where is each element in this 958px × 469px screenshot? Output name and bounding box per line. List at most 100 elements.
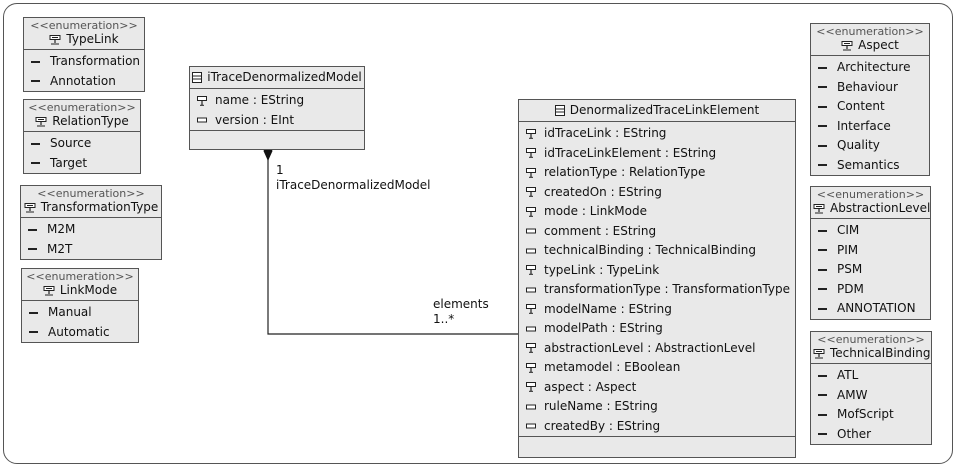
literal-icon [28,248,37,250]
literal-label: Manual [48,305,92,319]
id-attribute-icon [526,343,536,353]
literal-icon [818,374,827,377]
literal-icon [818,394,827,396]
literal-icon [818,86,827,88]
class-attribute[interactable]: metamodel : EBoolean [519,358,795,378]
literal-label: Architecture [837,60,911,74]
id-attribute-icon [526,167,536,178]
class-denormalizedtracelinkelement[interactable]: DenormalizedTraceLinkElement idTraceLink … [518,99,796,458]
class-attribute[interactable]: comment : EString [519,222,795,242]
enum-literal[interactable]: PDM [811,280,930,300]
literal-icon [818,307,827,310]
enum-literal[interactable]: Interface [811,117,929,137]
enum-literal[interactable]: Architecture [811,58,929,78]
id-attribute-icon [526,187,536,197]
enum-literal[interactable]: MofScript [811,405,931,425]
literal-label: M2T [47,241,73,256]
class-attribute[interactable]: ruleName : EString [519,397,795,417]
enumeration-icon [35,116,47,126]
literal-label: Target [50,155,88,170]
enum-literal[interactable]: M2T [21,240,161,260]
enum-literal[interactable]: ANNOTATION [811,299,930,319]
literal-label: Content [837,99,885,113]
literal-icon [28,228,37,231]
literal-label: ANNOTATION [837,301,916,315]
enum-name-text: AbstractionLevel [830,201,931,215]
enum-literal[interactable]: PSM [811,260,930,280]
literal-icon [818,288,827,290]
literal-label: M2M [47,222,76,236]
literal-icon [31,162,40,164]
class-name-text: iTraceDenormalizedModel [207,70,362,84]
enum-literal[interactable]: Behaviour [811,78,929,98]
enumeration-icon [43,285,55,295]
class-attribute[interactable]: relationType : RelationType [519,163,795,183]
id-attribute-icon [526,148,536,158]
class-attribute[interactable]: modelPath : EString [519,319,795,339]
enum-literal[interactable]: Quality [811,136,929,156]
attribute-icon [526,326,536,331]
literal-icon [818,144,827,147]
class-attribute[interactable]: abstractionLevel : AbstractionLevel [519,339,795,359]
literal-icon [818,413,827,416]
enum-literal[interactable]: Annotation [24,72,144,92]
enum-name-text: RelationType [52,114,129,128]
class-attribute[interactable]: typeLink : TypeLink [519,261,795,281]
class-attribute[interactable]: idTraceLinkElement : EString [519,144,795,164]
class-attribute[interactable]: createdOn : EString [519,183,795,203]
attribute-label: comment : EString [544,223,657,238]
class-attribute[interactable]: aspect : Aspect [519,378,795,398]
class-name-text: DenormalizedTraceLinkElement [569,103,760,117]
enum-literal[interactable]: Content [811,97,929,117]
stereotype-label: <<enumeration>> [816,25,924,38]
attribute-icon [526,248,536,253]
class-attribute[interactable]: transformationType : TransformationType [519,280,795,300]
attribute-label: technicalBinding : TechnicalBinding [544,243,756,257]
class-attribute[interactable]: name : EString [190,91,364,111]
attribute-icon [197,117,207,123]
enum-literal[interactable]: AMW [811,386,931,406]
stereotype-label: <<enumeration>> [30,19,138,32]
enum-literal[interactable]: Semantics [811,156,929,176]
enum-literal[interactable]: Other [811,425,931,445]
literal-icon [818,268,827,271]
class-icon [192,72,203,83]
enum-literal[interactable]: Manual [22,303,138,323]
enum-literal[interactable]: CIM [811,221,930,241]
attribute-label: abstractionLevel : AbstractionLevel [544,340,756,355]
class-attribute[interactable]: version : EInt [190,111,364,131]
literal-label: Annotation [50,73,116,88]
class-attribute[interactable]: mode : LinkMode [519,202,795,222]
class-attribute[interactable]: idTraceLink : EString [519,124,795,144]
literal-label: Behaviour [837,79,898,94]
stereotype-label: <<enumeration>> [26,270,134,283]
enum-literal[interactable]: Transformation [24,52,144,72]
enum-name: TypeLink [26,32,142,47]
enum-literal[interactable]: Automatic [22,323,138,343]
literal-label: CIM [837,223,860,237]
enum-name: TechnicalBinding [813,346,930,361]
enum-literal[interactable]: Target [24,154,140,174]
class-attribute[interactable]: createdBy : EString [519,417,795,437]
enum-literal[interactable]: M2M [21,220,161,240]
enum-literal[interactable]: PIM [811,241,930,261]
class-attribute[interactable]: modelName : EString [519,300,795,320]
enum-literal[interactable]: ATL [811,366,931,386]
class-icon [554,105,565,116]
enum-literal[interactable]: Source [24,134,140,154]
id-attribute-icon [197,95,207,106]
enumeration-icon [49,34,61,44]
class-attribute[interactable]: technicalBinding : TechnicalBinding [519,241,795,261]
class-name: iTraceDenormalizedModel [192,70,362,85]
literal-label: PIM [837,242,859,257]
